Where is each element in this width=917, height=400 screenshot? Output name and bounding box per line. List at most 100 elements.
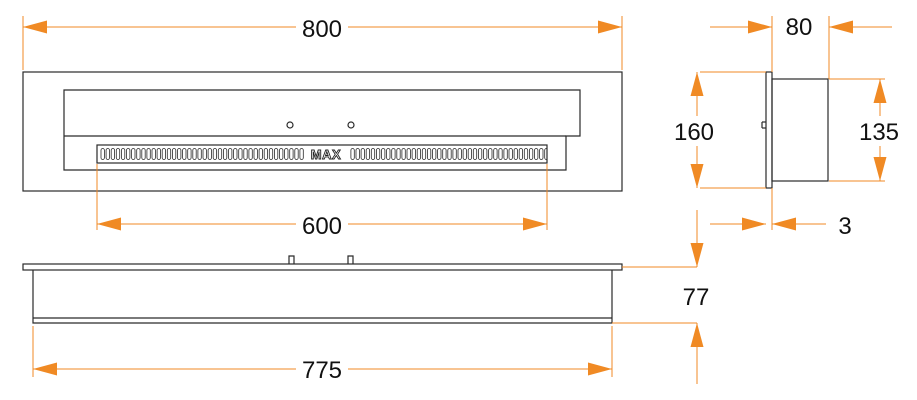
dim-label-80: 80: [786, 14, 813, 41]
slot-hole: [284, 148, 289, 160]
slot-hole: [131, 148, 136, 160]
slot-hole: [258, 148, 263, 160]
slot-hole: [523, 148, 529, 160]
slot-hole: [233, 148, 238, 160]
slot-hole: [151, 148, 156, 160]
slot-hole: [238, 148, 243, 160]
dim-label-775: 775: [302, 357, 342, 384]
slot-hole: [442, 148, 447, 160]
slot-hole: [508, 148, 513, 160]
slot-hole: [534, 148, 539, 160]
slot-hole: [228, 148, 233, 160]
slot-hole: [187, 148, 192, 160]
slot-hole: [171, 148, 177, 160]
slot-hole: [406, 148, 411, 160]
slot-hole: [498, 148, 503, 160]
dim-arrowhead: [690, 72, 704, 96]
slot-hole: [544, 148, 547, 160]
slot-hole: [355, 148, 360, 160]
slot-hole: [401, 148, 406, 160]
dim-label-600: 600: [302, 213, 342, 240]
dim-label-160: 160: [674, 119, 714, 146]
slot-hole: [483, 148, 488, 160]
slot-hole: [391, 148, 396, 160]
bottom-pin-right: [347, 255, 354, 264]
slot-hole: [365, 148, 371, 160]
slot-hole: [136, 148, 141, 160]
dim-arrowhead: [97, 217, 121, 231]
slot-hole: [294, 148, 299, 160]
dim-arrowhead: [873, 79, 887, 103]
dim-arrowhead: [772, 217, 796, 231]
slot-hole: [529, 148, 534, 160]
front-frame: [22, 71, 623, 192]
slot-hole: [437, 148, 442, 160]
slot-hole: [110, 148, 115, 160]
slot-hole: [279, 148, 284, 160]
dim-arrowhead: [23, 20, 47, 34]
slot-hole: [243, 148, 248, 160]
dim-arrowhead: [690, 243, 704, 267]
dim-label-77: 77: [683, 284, 710, 311]
slot-hole: [212, 148, 217, 160]
slot-hole: [452, 148, 457, 160]
slot-hole: [360, 148, 365, 160]
slot-hole: [381, 148, 386, 160]
slot-hole: [426, 148, 432, 160]
slot-hole: [217, 148, 223, 160]
slot-hole: [166, 148, 172, 160]
slot-hole: [370, 148, 376, 160]
slot-hole: [472, 148, 478, 160]
slot-hole: [222, 148, 228, 160]
slot-hole: [375, 148, 381, 160]
slot-hole: [207, 148, 212, 160]
slot-hole: [197, 148, 202, 160]
slot-hole: [126, 148, 131, 160]
slot-hole: [177, 148, 182, 160]
dim-arrowhead: [690, 323, 704, 347]
slot-hole: [192, 148, 197, 160]
fuel-slot-holes: [100, 148, 547, 160]
slot-hole: [477, 148, 483, 160]
slot-hole: [182, 148, 187, 160]
slot-hole: [457, 148, 462, 160]
slot-hole: [141, 148, 146, 160]
slot-hole: [121, 148, 126, 160]
slot-hole: [411, 148, 416, 160]
front-view: MAX: [22, 71, 623, 192]
slot-hole: [156, 148, 161, 160]
slot-hole: [503, 148, 508, 160]
slot-hole: [396, 148, 401, 160]
dim-arrowhead: [588, 362, 612, 376]
slot-hole: [513, 148, 518, 160]
slot-hole: [268, 148, 274, 160]
slot-hole: [253, 148, 258, 160]
dim-arrowhead: [829, 20, 853, 34]
max-label-bg: [305, 146, 347, 162]
bottom-flange: [22, 263, 623, 271]
slot-hole: [202, 148, 207, 160]
side-flange: [765, 71, 773, 189]
slot-hole: [289, 148, 294, 160]
dim-arrowhead: [523, 217, 547, 231]
slot-hole: [146, 148, 151, 160]
dim-arrowhead: [742, 217, 766, 231]
slot-hole: [248, 148, 253, 160]
dim-arrowhead: [690, 164, 704, 188]
slot-hole: [432, 148, 437, 160]
dim-arrowhead: [748, 20, 772, 34]
slot-hole: [299, 148, 304, 160]
bottom-pin-left: [288, 255, 295, 264]
slot-hole: [421, 148, 427, 160]
side-view: [761, 71, 829, 189]
slot-hole: [539, 148, 544, 160]
slot-hole: [518, 148, 524, 160]
slot-hole: [105, 148, 110, 160]
slot-hole: [462, 148, 467, 160]
front-screw-right: [347, 121, 355, 129]
front-screw-left: [286, 121, 294, 129]
slot-hole: [416, 148, 422, 160]
slot-hole: [100, 148, 105, 160]
